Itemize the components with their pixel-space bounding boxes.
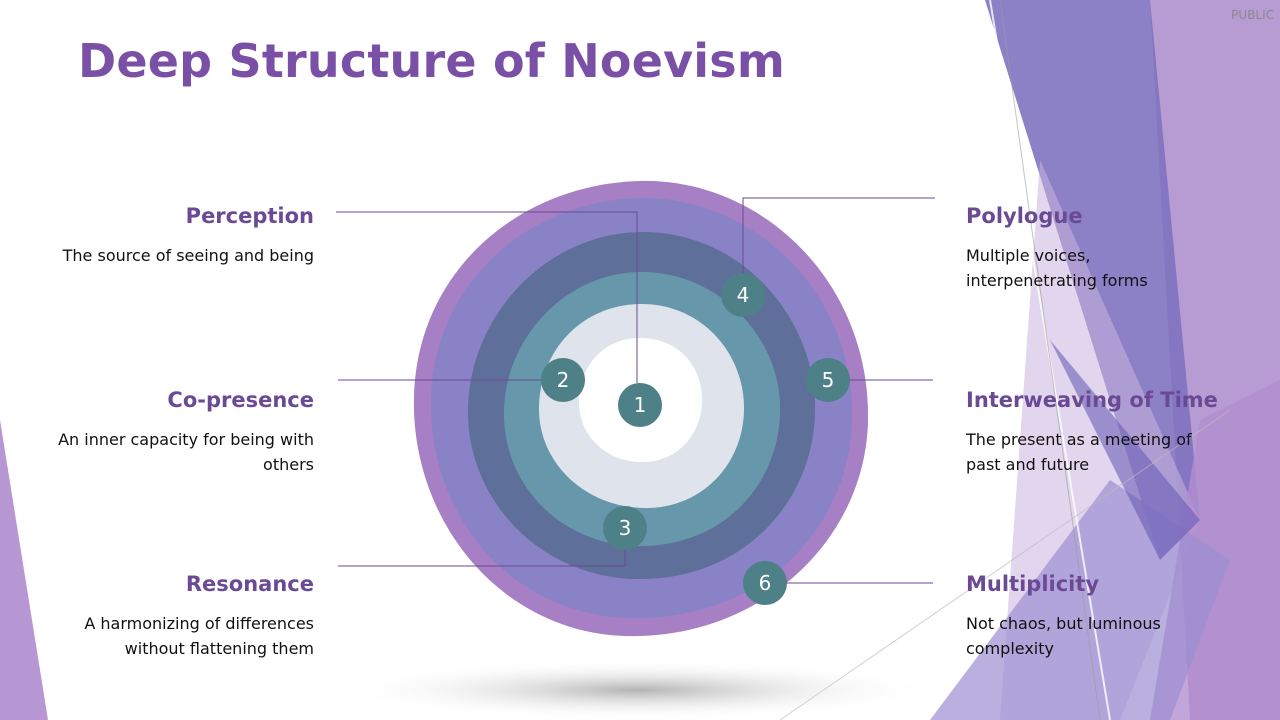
connector-1 — [336, 211, 638, 383]
badge-2: 2 — [541, 358, 585, 402]
co-presence-description: An inner capacity for being with others — [58, 430, 314, 474]
badge-4-number: 4 — [737, 283, 750, 307]
multiplicity-description: Not chaos, but luminous complexity — [966, 614, 1161, 658]
badge-5-number: 5 — [822, 368, 835, 392]
polylogue-description: Multiple voices, interpenetrating forms — [966, 246, 1148, 290]
multiplicity-heading: Multiplicity — [966, 572, 1100, 596]
polylogue-heading: Polylogue — [966, 204, 1083, 228]
interweaving-heading: Interweaving of Time — [966, 388, 1218, 412]
connector-4 — [742, 197, 935, 293]
badge-1: 1 — [618, 383, 662, 427]
perception-heading: Perception — [185, 204, 314, 228]
label-perception: Perception The source of seeing and bein… — [34, 203, 314, 268]
label-co-presence: Co-presence An inner capacity for being … — [34, 387, 314, 477]
page-title: Deep Structure of Noevism — [78, 34, 785, 88]
badge-6-number: 6 — [759, 571, 772, 595]
label-multiplicity: Multiplicity Not chaos, but luminous com… — [966, 571, 1206, 661]
label-resonance: Resonance A harmonizing of differences w… — [34, 571, 314, 661]
public-tag: PUBLIC — [1231, 8, 1274, 22]
badge-3-number: 3 — [619, 516, 632, 540]
badge-4: 4 — [721, 273, 765, 317]
badge-3: 3 — [603, 506, 647, 550]
badge-5: 5 — [806, 358, 850, 402]
badge-1-number: 1 — [634, 393, 647, 417]
label-polylogue: Polylogue Multiple voices, interpenetrat… — [966, 203, 1226, 293]
resonance-description: A harmonizing of differences without fla… — [84, 614, 314, 658]
co-presence-heading: Co-presence — [167, 388, 314, 412]
badge-2-number: 2 — [557, 368, 570, 392]
label-interweaving-of-time: Interweaving of Time The present as a me… — [966, 387, 1226, 477]
interweaving-description: The present as a meeting of past and fut… — [966, 430, 1192, 474]
badge-6: 6 — [743, 561, 787, 605]
perception-description: The source of seeing and being — [62, 246, 314, 265]
resonance-heading: Resonance — [185, 572, 314, 596]
